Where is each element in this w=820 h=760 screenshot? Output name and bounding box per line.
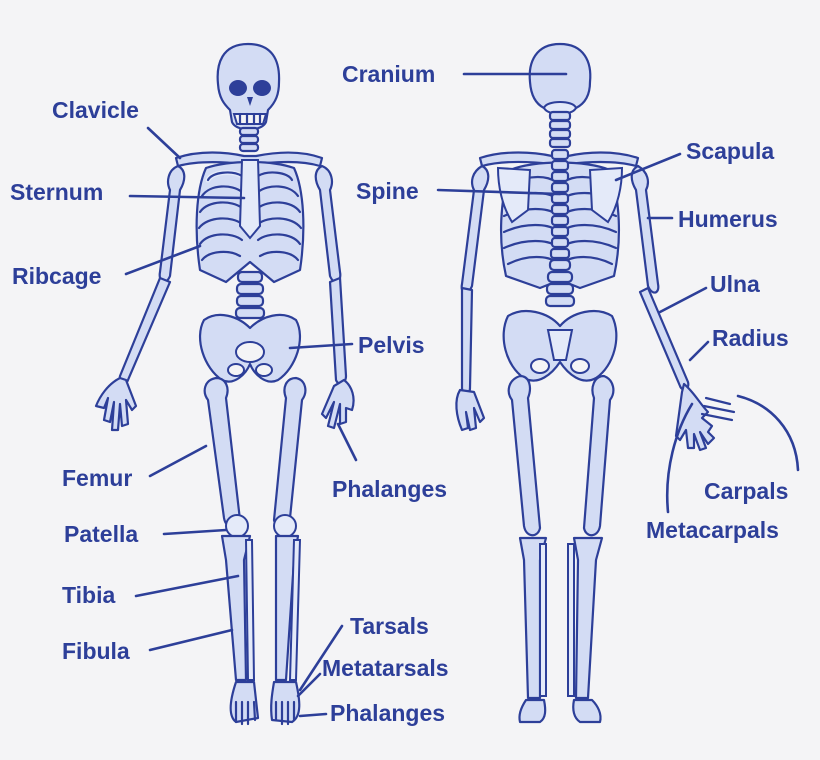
- tibia-leader: [134, 574, 240, 598]
- front-patella: [225, 514, 249, 538]
- metacarpals-leader: [665, 402, 694, 514]
- back-scapula-left: [496, 166, 532, 224]
- label-tibia: Tibia: [62, 582, 115, 608]
- spine-leader: [436, 188, 562, 196]
- phalanges-hand-leader: [336, 422, 358, 462]
- front-right-arm: [314, 164, 355, 430]
- pelvis-leader: [288, 342, 354, 350]
- labels: Clavicle Sternum Ribcage Pelvis Phalange…: [10, 61, 789, 726]
- label-cranium: Cranium: [342, 61, 435, 87]
- phalanges-foot-leader: [298, 712, 328, 718]
- scapula-leader: [614, 152, 682, 182]
- carpals-leader: [736, 394, 800, 472]
- patella-leader: [162, 528, 228, 536]
- radius-leader: [688, 340, 710, 362]
- femur-leader: [148, 444, 208, 478]
- back-neck: [548, 110, 572, 149]
- ulna-leader: [658, 286, 708, 314]
- back-spine: [544, 148, 576, 308]
- label-fibula: Fibula: [62, 638, 130, 664]
- front-skull: [216, 42, 281, 131]
- label-pelvis: Pelvis: [358, 332, 425, 358]
- label-femur: Femur: [62, 465, 132, 491]
- label-metacarpals: Metacarpals: [646, 517, 779, 543]
- label-spine: Spine: [356, 178, 419, 204]
- fibula-leader: [148, 628, 234, 652]
- back-pelvis: [502, 309, 618, 382]
- label-metatarsals: Metatarsals: [322, 655, 449, 681]
- front-left-leg: [203, 376, 260, 726]
- front-ribcage: [195, 159, 305, 284]
- front-skeleton: [94, 42, 355, 726]
- front-lumbar-spine: [234, 270, 266, 320]
- label-ulna: Ulna: [710, 271, 760, 297]
- label-phalanges-hand: Phalanges: [332, 476, 447, 502]
- back-scapula-right: [588, 166, 624, 224]
- back-left-leg: [507, 374, 548, 724]
- front-right-leg: [270, 376, 307, 726]
- label-sternum: Sternum: [10, 179, 103, 205]
- back-right-leg: [567, 374, 615, 724]
- label-phalanges-foot: Phalanges: [330, 700, 445, 726]
- label-ribcage: Ribcage: [12, 263, 101, 289]
- front-pelvis: [199, 313, 301, 383]
- back-left-arm: [455, 164, 490, 432]
- front-neck: [238, 126, 260, 153]
- front-sternum: [238, 159, 262, 240]
- label-tarsals: Tarsals: [350, 613, 429, 639]
- label-carpals: Carpals: [704, 478, 788, 504]
- front-left-arm: [94, 164, 186, 432]
- tarsals-leader: [298, 624, 344, 692]
- label-scapula: Scapula: [686, 138, 774, 164]
- label-humerus: Humerus: [678, 206, 778, 232]
- back-skeleton: [455, 42, 736, 724]
- label-clavicle: Clavicle: [52, 97, 139, 123]
- clavicle-leader: [146, 126, 182, 160]
- sternum-leader: [128, 194, 246, 200]
- label-patella: Patella: [64, 521, 138, 547]
- leader-lines: [124, 72, 800, 718]
- back-right-arm: [630, 164, 736, 452]
- back-skull: [528, 42, 592, 115]
- ribcage-leader: [124, 244, 202, 276]
- metatarsals-leader: [296, 672, 322, 698]
- label-radius: Radius: [712, 325, 789, 351]
